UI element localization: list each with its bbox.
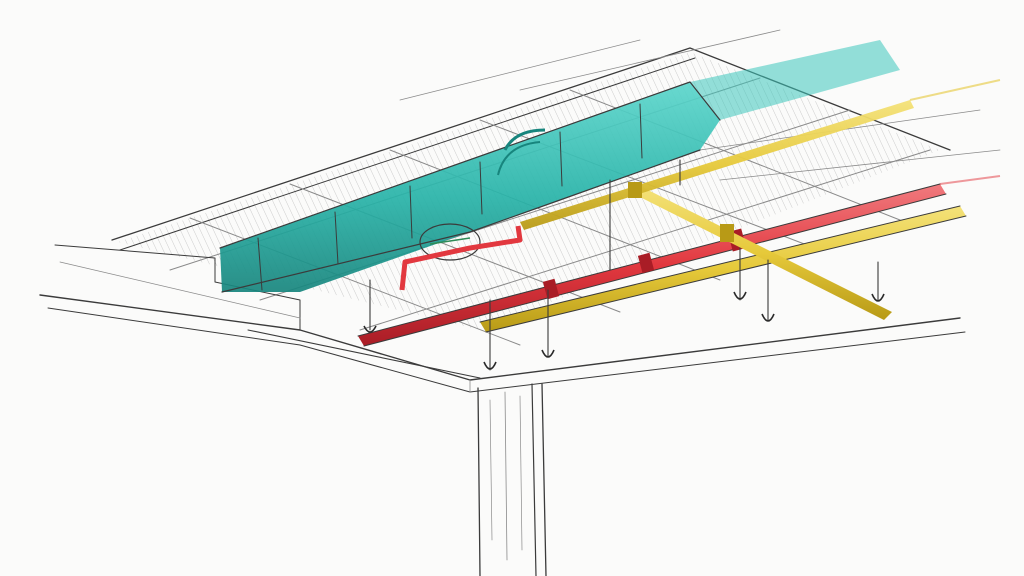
ceiling-beam (39, 244, 966, 393)
support-column (477, 383, 547, 576)
red-pipe (357, 175, 1001, 347)
hvac-duct (219, 40, 900, 293)
yellow-pipe (479, 79, 1001, 333)
pipe-hangers (363, 159, 885, 371)
